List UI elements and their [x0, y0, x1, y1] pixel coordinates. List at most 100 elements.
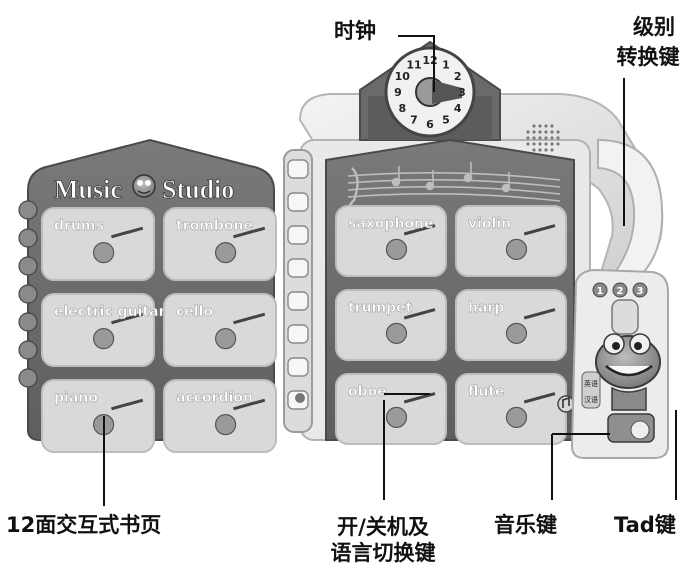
clock-number-12: 12: [422, 54, 437, 67]
instrument-icon: [233, 226, 266, 239]
card-label: oboe: [348, 384, 387, 400]
book-title-right: Studio: [162, 175, 234, 204]
clock-number-5: 5: [442, 114, 450, 127]
speaker-hole: [550, 136, 554, 140]
card-label: drums: [54, 218, 104, 234]
instrument-icon: [111, 226, 144, 239]
instrument-player-icon: [385, 238, 408, 260]
instrument-icon: [523, 224, 556, 236]
speaker-hole: [538, 136, 542, 140]
card-label: saxophone: [348, 216, 434, 232]
page-tabs[interactable]: [18, 200, 38, 388]
clock-number-11: 11: [406, 58, 421, 71]
tad-light-icon: [630, 420, 650, 440]
spine-ring: [287, 159, 309, 179]
instrument-player-icon: [505, 238, 528, 260]
switch-label: 英语: [584, 379, 598, 388]
left-page[interactable]: Music Studio drums trombone electric guita…: [18, 138, 277, 453]
spine-ring: [287, 357, 309, 377]
clock-number-10: 10: [395, 70, 411, 83]
level-number: 2: [617, 286, 624, 297]
instrument-player-icon: [215, 414, 237, 436]
page-tab-6[interactable]: [18, 340, 38, 360]
instrument-player-icon: [215, 328, 237, 350]
speaker-hole: [532, 148, 536, 152]
level-dot-2: [612, 282, 628, 298]
speaker-hole: [538, 142, 542, 146]
label-music-key: 音乐键: [494, 513, 557, 537]
page-tab-4[interactable]: [18, 284, 38, 304]
instrument-player-icon: [92, 328, 115, 350]
speaker-hole: [550, 142, 554, 146]
speaker-hole: [532, 136, 536, 140]
speaker-hole: [550, 124, 554, 128]
frog-mascot-icon: [132, 174, 156, 198]
card-label: flute: [468, 384, 505, 400]
tad-frog-icon: [595, 333, 661, 411]
speaker-hole: [532, 142, 536, 146]
label-level-switch-line2: 转换键: [616, 45, 680, 69]
card-label: trumpet: [348, 300, 413, 316]
spine-ring: [287, 225, 309, 245]
instrument-icon: [111, 312, 144, 325]
speaker-hole: [526, 130, 530, 134]
speaker-hole: [556, 130, 560, 134]
page-tab-3[interactable]: [18, 256, 38, 276]
page-tab-5[interactable]: [18, 312, 38, 332]
level-dot-1: [592, 282, 608, 298]
speaker-hole: [556, 142, 560, 146]
book-title-left: Music: [54, 175, 122, 204]
level-switch[interactable]: [611, 299, 639, 335]
speaker-hole: [550, 148, 554, 152]
switch-label: 汉语: [584, 395, 598, 404]
speaker-hole: [544, 124, 548, 128]
level-dot-3: [632, 282, 648, 298]
spine-ring: [287, 291, 309, 311]
instrument-player-icon: [385, 322, 408, 344]
clock-number-6: 6: [426, 118, 434, 131]
speaker-hole: [550, 130, 554, 134]
speaker-hole: [532, 124, 536, 128]
book-spine: [283, 149, 313, 433]
power-button[interactable]: [295, 393, 305, 403]
speaker-hole: [544, 130, 548, 134]
level-number: 3: [637, 286, 644, 297]
clock-number-9: 9: [394, 86, 402, 99]
instrument-icon: [233, 398, 266, 411]
instrument-player-icon: [505, 322, 528, 344]
card-label: cello: [176, 304, 213, 320]
speaker-hole: [526, 142, 530, 146]
spine-ring: [287, 324, 309, 344]
spine-ring: [287, 192, 309, 212]
clock-number-8: 8: [398, 102, 406, 115]
speaker-hole: [538, 124, 542, 128]
right-page[interactable]: saxophone violin trumpet harp oboe flute: [325, 138, 575, 445]
page-tab-7[interactable]: [18, 368, 38, 388]
card-label: harp: [468, 300, 504, 316]
card-label: violin: [468, 216, 511, 232]
card-label: electric guitar: [54, 304, 166, 320]
instrument-player-icon: [215, 242, 237, 264]
instrument-player-icon: [92, 242, 115, 264]
speaker-hole: [526, 136, 530, 140]
speaker-hole: [556, 136, 560, 140]
card-label: accordion: [176, 390, 253, 406]
speaker-hole: [544, 136, 548, 140]
clock-number-7: 7: [410, 114, 418, 127]
instrument-icon: [403, 308, 436, 320]
card-label: piano: [54, 390, 98, 406]
leader-lines: [103, 35, 677, 506]
clock-number-3: 3: [458, 86, 466, 99]
instrument-icon: [403, 224, 436, 236]
instrument-icon: [523, 392, 556, 404]
page-tab-2[interactable]: [18, 228, 38, 248]
clock-hand-icon: [432, 80, 462, 104]
card-label: trombone: [176, 218, 253, 234]
page-tab-1[interactable]: [18, 200, 38, 220]
speaker-hole: [544, 142, 548, 146]
